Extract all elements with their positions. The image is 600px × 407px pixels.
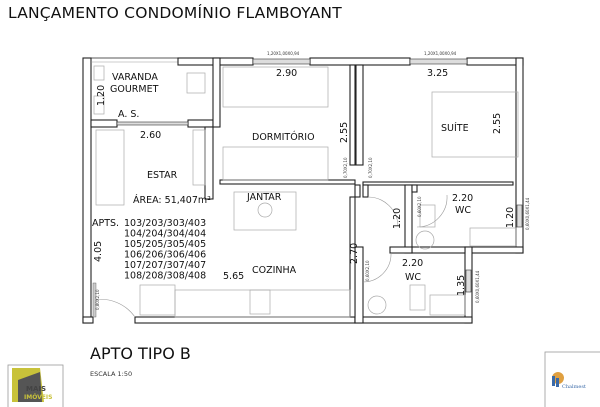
label-door-entry: 0,80X2,10	[95, 289, 100, 310]
dim-wc2-depth: 1.35	[456, 275, 467, 296]
apts-line: 106/206/306/406	[124, 250, 206, 261]
label-door-wc1: 0,60X2,10	[417, 196, 422, 217]
plan-name: APTO TIPO B	[90, 344, 191, 363]
window-suite	[409, 58, 468, 65]
furniture	[93, 65, 519, 318]
room-estar-label: ESTAR	[147, 170, 178, 181]
label-window-suite: 1,20X1,00X0,94	[424, 51, 457, 56]
apts-line: 108/208/308/408	[124, 271, 206, 282]
label-door-dorm: 0,70X2,10	[343, 157, 348, 178]
area-text: ÁREA: 51,407m²	[133, 194, 211, 206]
label-window-wc2: 0,60X0,60X1,44	[475, 270, 480, 303]
room-cozinha-label: COZINHA	[252, 265, 297, 276]
label-door-suite: 0,70X2,10	[368, 157, 373, 178]
apts-line: 104/204/304/404	[124, 229, 206, 240]
dim-suite-depth: 2.55	[492, 113, 503, 134]
dim-sala-length: 5.65	[223, 271, 244, 282]
label-door-wc2: 0,60X2,10	[365, 260, 370, 281]
dim-dorm-width: 2.90	[276, 68, 297, 79]
chalmest-logo: Chalmest	[544, 351, 600, 407]
apts-line: 107/207/307/407	[124, 260, 206, 271]
apts-label: APTS.	[92, 218, 119, 229]
page-title: LANÇAMENTO CONDOMÍNIO FLAMBOYANT	[8, 4, 342, 22]
dim-hall-width: 1.20	[392, 208, 403, 229]
dim-wc1-width: 2.20	[452, 193, 473, 204]
room-dormitorio-label: DORMITÓRIO	[252, 131, 315, 143]
dim-wc1-depth: 1.20	[505, 207, 516, 228]
plan-scale: ESCALA 1:50	[90, 370, 133, 378]
room-wc1-label: WC	[455, 205, 471, 216]
dim-varanda-height: 1.20	[96, 85, 107, 106]
dim-sala-depth: 4.05	[93, 241, 104, 262]
dim-suite-width: 3.25	[427, 68, 448, 79]
mais-imoveis-logo: MAIS IMÓVEIS	[7, 364, 64, 407]
room-as-label: A. S.	[118, 109, 139, 120]
room-jantar-label: JANTAR	[246, 192, 282, 203]
label-window-wc1: 0,60X0,60X1,44	[525, 197, 530, 230]
doors	[92, 194, 448, 318]
dim-wc2-width: 2.20	[402, 258, 423, 269]
dim-cozinha-depth: 2.70	[349, 243, 360, 264]
room-varanda-label: VARANDA	[112, 72, 158, 83]
apts-line: 103/203/303/403	[124, 218, 206, 229]
label-window-dorm: 1,20X1,00X0,94	[267, 51, 300, 56]
window-dorm	[252, 58, 311, 65]
svg-text:MAIS: MAIS	[26, 385, 46, 393]
room-suite-label: SUÍTE	[441, 122, 469, 134]
dim-dorm-depth: 2.55	[339, 122, 350, 143]
room-gourmet-label: GOURMET	[110, 84, 159, 95]
window-wc2	[465, 269, 472, 293]
dim-estar-width: 2.60	[140, 130, 161, 141]
svg-text:Chalmest: Chalmest	[562, 384, 586, 390]
svg-text:IMÓVEIS: IMÓVEIS	[24, 394, 52, 401]
window-wc1	[516, 204, 523, 228]
apts-line: 105/205/305/405	[124, 239, 206, 250]
room-wc2-label: WC	[405, 272, 421, 283]
